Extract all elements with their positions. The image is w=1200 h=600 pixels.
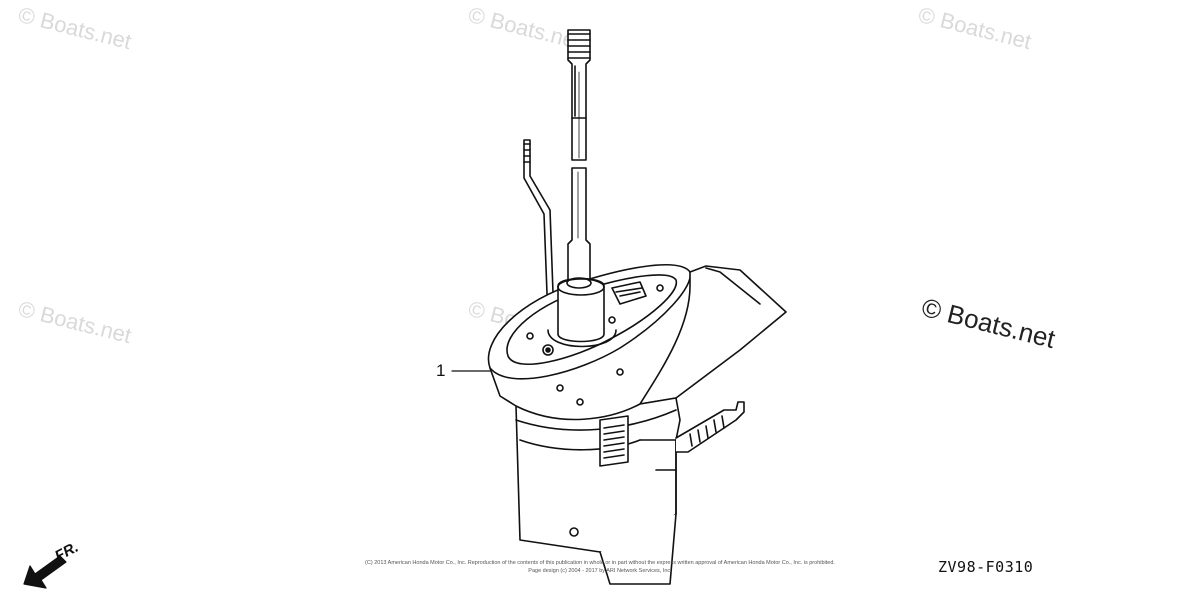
copyright-line-1: (C) 2013 American Honda Motor Co., Inc. … — [365, 560, 835, 566]
copyright-line-2: Page design (c) 2004 - 2017 by ARI Netwo… — [528, 568, 672, 574]
front-direction-arrow-icon — [23, 555, 67, 589]
callout-1-label: 1 — [436, 361, 446, 380]
gear-case-housing — [489, 265, 787, 585]
gear-case-flange — [487, 263, 692, 380]
diagram-code: ZV98-F0310 — [938, 558, 1034, 576]
drive-shaft-lower — [567, 167, 591, 283]
drive-shaft-upper — [567, 29, 591, 161]
copyright-notice: (C) 2013 American Honda Motor Co., Inc. … — [334, 559, 866, 575]
